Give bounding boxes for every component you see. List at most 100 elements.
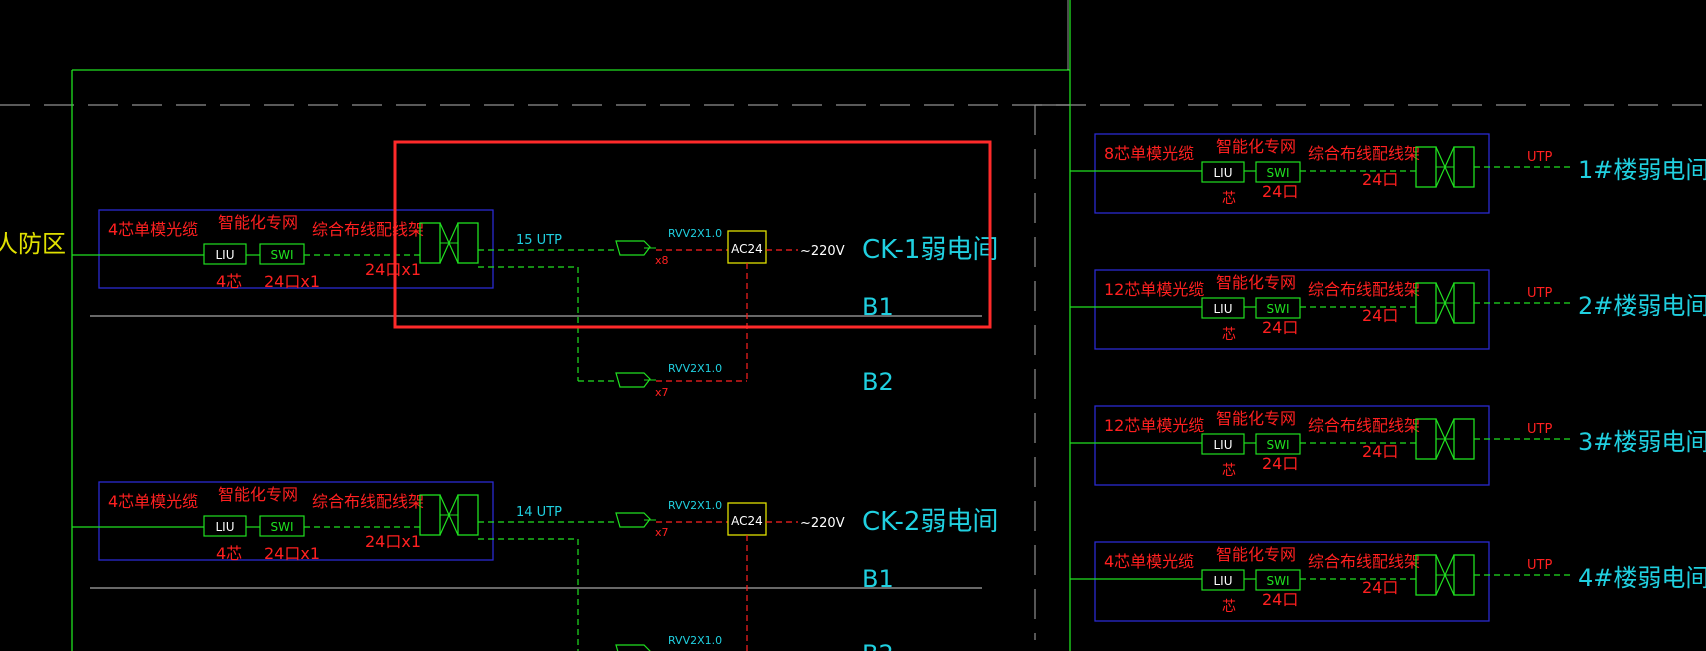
swi-label: SWI (1266, 574, 1289, 588)
device-outline (615, 372, 651, 388)
level-b1-label: B1 (862, 293, 894, 321)
room-label: 2#楼弱电间 (1578, 292, 1706, 320)
panel-label: 综合布线配线架 (1308, 280, 1420, 299)
patch-panel-right (1453, 282, 1475, 324)
utp-label: 14 UTP (516, 505, 562, 520)
swi-box (1255, 433, 1301, 455)
swi-sub: 24口 (1262, 590, 1298, 609)
liu-label: LIU (215, 248, 234, 262)
liu-sub: 4芯 (216, 544, 242, 563)
device-outline (615, 240, 651, 256)
network-label: 智能化专网 (1216, 545, 1296, 564)
room-label: 3#楼弱电间 (1578, 428, 1706, 456)
swi-sub: 24口 (1262, 182, 1298, 201)
lower-cable-label: RVV2X1.0 (668, 634, 722, 647)
swi-sub: 24口 (1262, 318, 1298, 337)
voltage-label: ~220V (800, 516, 845, 531)
liu-box (1201, 161, 1245, 183)
swi-sub: 24口x1 (264, 272, 320, 291)
cabinet-box (98, 209, 494, 289)
building-box (1094, 133, 1490, 214)
upper-device (615, 240, 656, 256)
liu-sub: 4芯 (216, 272, 242, 291)
panel-sub: 24口 (1362, 170, 1398, 189)
level-b2-label: B2 (862, 368, 894, 396)
ac24-label: AC24 (731, 242, 763, 256)
voltage-label: ~220V (800, 244, 845, 259)
liu-box (1201, 297, 1245, 319)
cabinet-1: 4芯单模光缆智能化专网综合布线配线架LIU4芯SWI24口x124口x115 U… (72, 209, 998, 399)
patch-panel-right (1453, 418, 1475, 460)
lower-device (615, 372, 656, 388)
utp-label: UTP (1527, 150, 1552, 165)
building-box (1094, 269, 1490, 350)
room-label: CK-1弱电间 (862, 235, 998, 265)
building-box (1094, 541, 1490, 622)
upper-count: x8 (655, 254, 669, 267)
fiber-label: 4芯单模光缆 (108, 492, 198, 511)
cabinet-2: 4芯单模光缆智能化专网综合布线配线架LIU4芯SWI24口x124口x114 U… (72, 481, 998, 651)
swi-box (1255, 297, 1301, 319)
upper-cable-label: RVV2X1.0 (668, 499, 722, 512)
panel-sub: 24口 (1362, 442, 1398, 461)
utp-label: UTP (1527, 422, 1552, 437)
lower-count: x7 (655, 386, 669, 399)
swi-box (1255, 161, 1301, 183)
panel-sub: 24口x1 (365, 260, 421, 279)
patch-panel-right (1453, 146, 1475, 188)
patch-panel-symbol (419, 222, 479, 264)
panel-sub: 24口 (1362, 306, 1398, 325)
panel-label: 综合布线配线架 (1308, 416, 1420, 435)
patch-panel-symbol (1415, 554, 1475, 596)
panel-label: 综合布线配线架 (312, 492, 424, 511)
upper-count: x7 (655, 526, 669, 539)
zone-label: 人防区 (0, 230, 66, 258)
panel-label: 综合布线配线架 (1308, 144, 1420, 163)
swi-box (259, 515, 305, 537)
utp-label: UTP (1527, 286, 1552, 301)
network-label: 智能化专网 (1216, 273, 1296, 292)
swi-box (1255, 569, 1301, 591)
swi-box (259, 243, 305, 265)
liu-box (203, 243, 247, 265)
left-cabinets: 4芯单模光缆智能化专网综合布线配线架LIU4芯SWI24口x124口x115 U… (72, 209, 998, 651)
level-b1-label: B1 (862, 565, 894, 593)
liu-sub: 芯 (1222, 191, 1236, 207)
swi-label: SWI (270, 520, 293, 534)
level-b2-label: B2 (862, 640, 894, 651)
room-label: 1#楼弱电间 (1578, 156, 1706, 184)
liu-box (1201, 569, 1245, 591)
highlight-rectangle (393, 140, 992, 329)
liu-sub: 芯 (1222, 327, 1236, 343)
patch-panel-right (457, 494, 479, 536)
room-label: 4#楼弱电间 (1578, 564, 1706, 592)
swi-label: SWI (270, 248, 293, 262)
patch-panel-right (1453, 554, 1475, 596)
swi-label: SWI (1266, 302, 1289, 316)
fiber-label: 12芯单模光缆 (1104, 280, 1204, 299)
panel-label: 综合布线配线架 (1308, 552, 1420, 571)
liu-label: LIU (1213, 302, 1232, 316)
liu-box (1201, 433, 1245, 455)
liu-label: LIU (1213, 574, 1232, 588)
network-label: 智能化专网 (1216, 409, 1296, 428)
liu-box (203, 515, 247, 537)
patch-panel-symbol (1415, 282, 1475, 324)
utp-label: 15 UTP (516, 233, 562, 248)
lower-cable-label: RVV2X1.0 (668, 362, 722, 375)
panel-sub: 24口x1 (365, 532, 421, 551)
utp-label: UTP (1527, 558, 1552, 573)
network-label: 智能化专网 (218, 485, 298, 504)
upper-device (615, 512, 656, 528)
ac24-label: AC24 (731, 514, 763, 528)
network-label: 智能化专网 (1216, 137, 1296, 156)
panel-label: 综合布线配线架 (312, 220, 424, 239)
network-label: 智能化专网 (218, 213, 298, 232)
room-label: CK-2弱电间 (862, 507, 998, 537)
liu-sub: 芯 (1222, 463, 1236, 479)
